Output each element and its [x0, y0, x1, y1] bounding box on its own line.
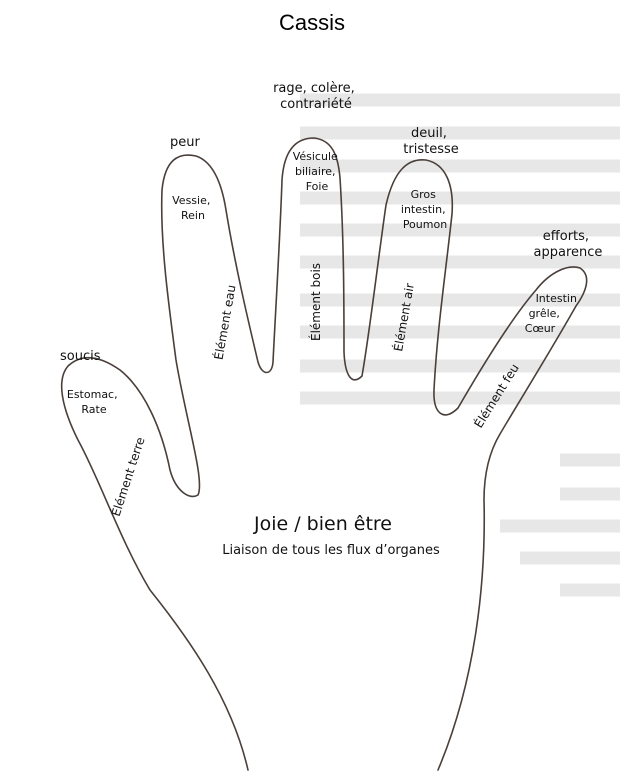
ring-emotion: deuil, tristesse — [403, 126, 458, 157]
palm-heading: Joie / bien être — [253, 513, 392, 535]
index-emotion: peur — [170, 135, 200, 150]
thumb-emotion: soucis — [60, 349, 101, 364]
palm-subheading: Liaison de tous les flux d’organes — [222, 543, 440, 558]
middle-emotion: rage, colère, contrariété — [273, 81, 359, 112]
middle-element: Élément bois — [308, 263, 323, 341]
thumb-organ: Estomac, Rate — [67, 388, 121, 416]
ring-element: Élément air — [390, 282, 417, 353]
little-emotion: efforts, apparence — [534, 229, 603, 260]
index-element: Élément eau — [211, 284, 239, 361]
index-finger-labels: peur Vessie, Rein Élément eau — [170, 135, 239, 361]
thumb-labels: soucis Estomac, Rate Élément terre — [60, 349, 148, 518]
thumb-element: Élément terre — [108, 435, 148, 518]
palm-labels: Joie / bien être Liaison de tous les flu… — [222, 513, 440, 558]
middle-organ: Vésicule biliaire, Foie — [293, 150, 342, 193]
index-organ: Vessie, Rein — [172, 194, 214, 222]
